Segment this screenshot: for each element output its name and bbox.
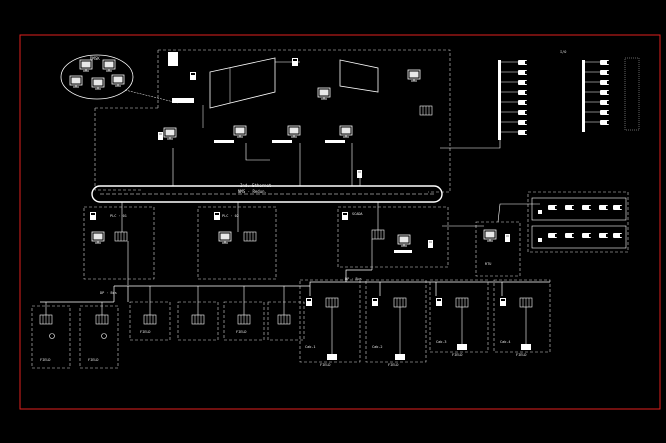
cloud-label: DMSK <box>90 56 100 61</box>
drawing-border <box>19 34 661 410</box>
field-cabinets-right <box>299 279 551 363</box>
field-bus-right <box>309 269 550 296</box>
station-1-label: PLC · 01 <box>110 214 127 218</box>
field-2-label: FIELD <box>88 358 99 362</box>
plc-station-1 <box>83 202 155 285</box>
remote-label: RTU <box>485 262 492 266</box>
signal-list <box>501 60 528 135</box>
field-4-label: FIELD <box>388 363 399 367</box>
plc-station-2 <box>197 202 277 280</box>
field-3-label: FIELD <box>320 363 331 367</box>
list-header: I/O <box>560 50 567 54</box>
camera-matrix <box>527 191 629 253</box>
video-wall <box>209 57 276 109</box>
network-cloud <box>60 54 134 100</box>
bus-label-right: DP · Bus <box>345 277 362 281</box>
field-bus-left <box>40 285 310 303</box>
field-7-label: FIELD <box>140 330 151 334</box>
ethernet-ring <box>91 185 443 203</box>
station-3-label: SCADA <box>352 212 363 216</box>
bus-label-left: DP · Bus <box>100 291 117 295</box>
cabinet-1-label: Cab-1 <box>305 345 316 349</box>
cloud-pc-group <box>69 59 125 90</box>
projection-screen <box>339 59 379 93</box>
field-cabinets-left <box>31 286 305 369</box>
scada-station <box>337 202 449 270</box>
field-6-label: FIELD <box>516 353 527 357</box>
ring-label-1: Ind. Ethernet <box>240 183 272 188</box>
server-unit <box>168 52 178 66</box>
field-1-label: FIELD <box>40 358 51 362</box>
cabinet-4-label: Cab-4 <box>500 340 511 344</box>
cabinet-3-label: Cab-3 <box>436 340 447 344</box>
switch-unit <box>172 98 194 103</box>
field-8-label: FIELD <box>236 330 247 334</box>
ring-label-2: NMS · Redun. <box>238 189 267 194</box>
station-2-label: PLC · 02 <box>222 214 239 218</box>
cabinet-2-label: Cab-2 <box>372 345 383 349</box>
remote-station <box>442 203 540 277</box>
signal-list-2 <box>585 57 640 131</box>
control-room-boundary <box>94 49 451 193</box>
operator-workstations <box>157 125 353 143</box>
field-5-label: FIELD <box>452 353 463 357</box>
